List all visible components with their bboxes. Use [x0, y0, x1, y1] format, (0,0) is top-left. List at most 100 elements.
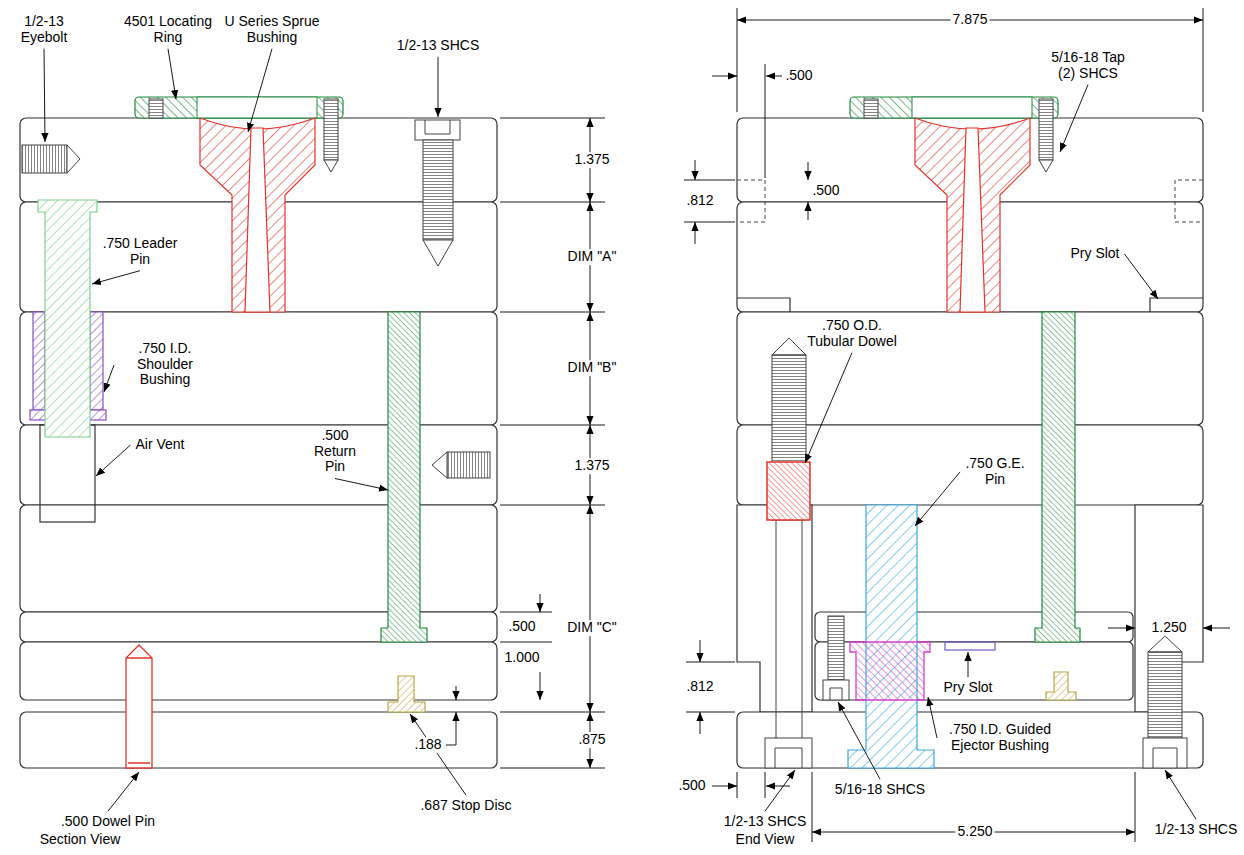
hidden-line — [1175, 180, 1203, 222]
dimension-value: DIM "C" — [565, 620, 619, 636]
dimension-value: 5.250 — [955, 824, 994, 840]
return-pin — [1035, 312, 1080, 642]
guided-ejector-bushing — [850, 642, 930, 700]
dimension-line — [700, 640, 701, 662]
dimension-line — [540, 594, 541, 612]
socket-head-cap-screw — [765, 738, 812, 768]
mold-plate — [20, 312, 497, 425]
dimension-value: 1.250 — [1149, 620, 1188, 636]
socket-head-cap-screw — [423, 140, 453, 240]
mold-plate — [20, 642, 497, 700]
part-label: .750 I.D. Guided Ejector Bushing — [940, 722, 1060, 753]
leader-line — [1060, 85, 1088, 152]
mold-plate — [737, 712, 1203, 768]
mold-plate — [737, 505, 812, 712]
part-label: Pry Slot — [1068, 246, 1121, 262]
locating-ring-sprue — [200, 118, 315, 312]
dimension-value: .500 — [783, 68, 814, 84]
locating-ring-sprue — [149, 99, 163, 118]
leader-line — [335, 479, 388, 490]
dimension-line — [766, 786, 790, 787]
locating-ring-sprue — [245, 128, 270, 312]
leader-line — [410, 714, 466, 795]
dimension-line — [695, 222, 696, 244]
locating-ring-sprue — [135, 97, 343, 312]
leader-line — [104, 365, 114, 392]
locating-ring-sprue — [324, 160, 338, 172]
extension-line — [500, 118, 605, 768]
socket-head-cap-screw — [1143, 636, 1187, 768]
dimension-value: .875 — [576, 732, 607, 748]
part-label: 1/2-13 SHCS — [395, 38, 481, 54]
mold-plate — [737, 312, 1203, 425]
part-label: 5/16-18 Tap (2) SHCS — [1048, 50, 1128, 81]
air-vent — [40, 425, 95, 522]
socket-head-cap-screw — [775, 748, 802, 768]
extension-line — [684, 8, 1203, 842]
socket-head-cap-screw — [1143, 738, 1187, 768]
eyebolt — [22, 145, 67, 173]
part-label: 1/2-13 Eyebolt — [13, 14, 75, 45]
part-label: .500 Dowel Pin — [59, 814, 157, 830]
dimension-value: 1.375 — [572, 152, 611, 168]
dimension-value: 7.875 — [950, 12, 989, 28]
leader-line — [92, 271, 140, 284]
socket-head-cap-screw — [772, 338, 806, 355]
eyebolt — [22, 145, 80, 173]
view-title: End View — [734, 832, 797, 848]
mold-plate — [815, 612, 1133, 642]
part-label: .687 Stop Disc — [418, 798, 513, 814]
socket-head-cap-screw — [425, 120, 450, 134]
dimension-value: .812 — [684, 193, 715, 209]
mold-plate — [20, 425, 497, 505]
pry-slot — [737, 298, 790, 312]
dimension-line — [456, 686, 457, 700]
dimension-line — [712, 76, 737, 77]
return-pin — [381, 312, 427, 642]
socket-head-cap-screw — [776, 520, 802, 738]
locating-ring-sprue — [135, 97, 343, 118]
leader-line — [248, 49, 272, 132]
part-label: .750 Leader Pin — [100, 236, 180, 267]
leader-line — [96, 445, 130, 476]
dimension-line — [446, 712, 456, 745]
leader-line — [438, 57, 439, 117]
mold-plate — [20, 712, 497, 768]
side-screw-hole — [432, 452, 447, 478]
dimension-value: .500 — [810, 183, 841, 199]
dowel-pin — [126, 645, 152, 768]
dimension-value: .500 — [676, 778, 707, 794]
leader-line — [108, 772, 139, 811]
part-label: .750 O.D. Tubular Dowel — [802, 318, 902, 349]
socket-head-cap-screw — [1153, 748, 1177, 768]
mold-plate — [20, 505, 497, 612]
leader-line — [44, 49, 45, 142]
dimension-line — [700, 712, 701, 734]
socket-head-cap-screw — [1148, 636, 1182, 652]
leader-line — [765, 770, 795, 811]
stop-disc — [388, 676, 425, 712]
dimension-line — [712, 786, 737, 787]
leader-line — [915, 472, 960, 526]
mold-plate — [815, 642, 1133, 700]
dimension-line — [808, 162, 809, 180]
leader-line — [928, 697, 937, 738]
shoulder-bushing — [90, 312, 103, 410]
socket-head-cap-screw — [823, 680, 849, 700]
side-screw-hole — [447, 452, 490, 478]
shoulder-bushing — [33, 312, 45, 410]
leader-line — [168, 49, 176, 99]
locating-ring-sprue — [324, 99, 338, 160]
leader-lines — [44, 49, 1196, 819]
dimension-value: .812 — [684, 679, 715, 695]
leader-line — [968, 652, 969, 677]
part-label: Pry Slot — [941, 680, 994, 696]
hidden-line — [737, 180, 765, 222]
socket-head-cap-screw — [415, 120, 460, 140]
dimension-line — [1108, 628, 1135, 629]
leader-line — [1125, 254, 1158, 299]
dimension-line — [590, 505, 591, 712]
dimension-line — [1203, 628, 1230, 629]
